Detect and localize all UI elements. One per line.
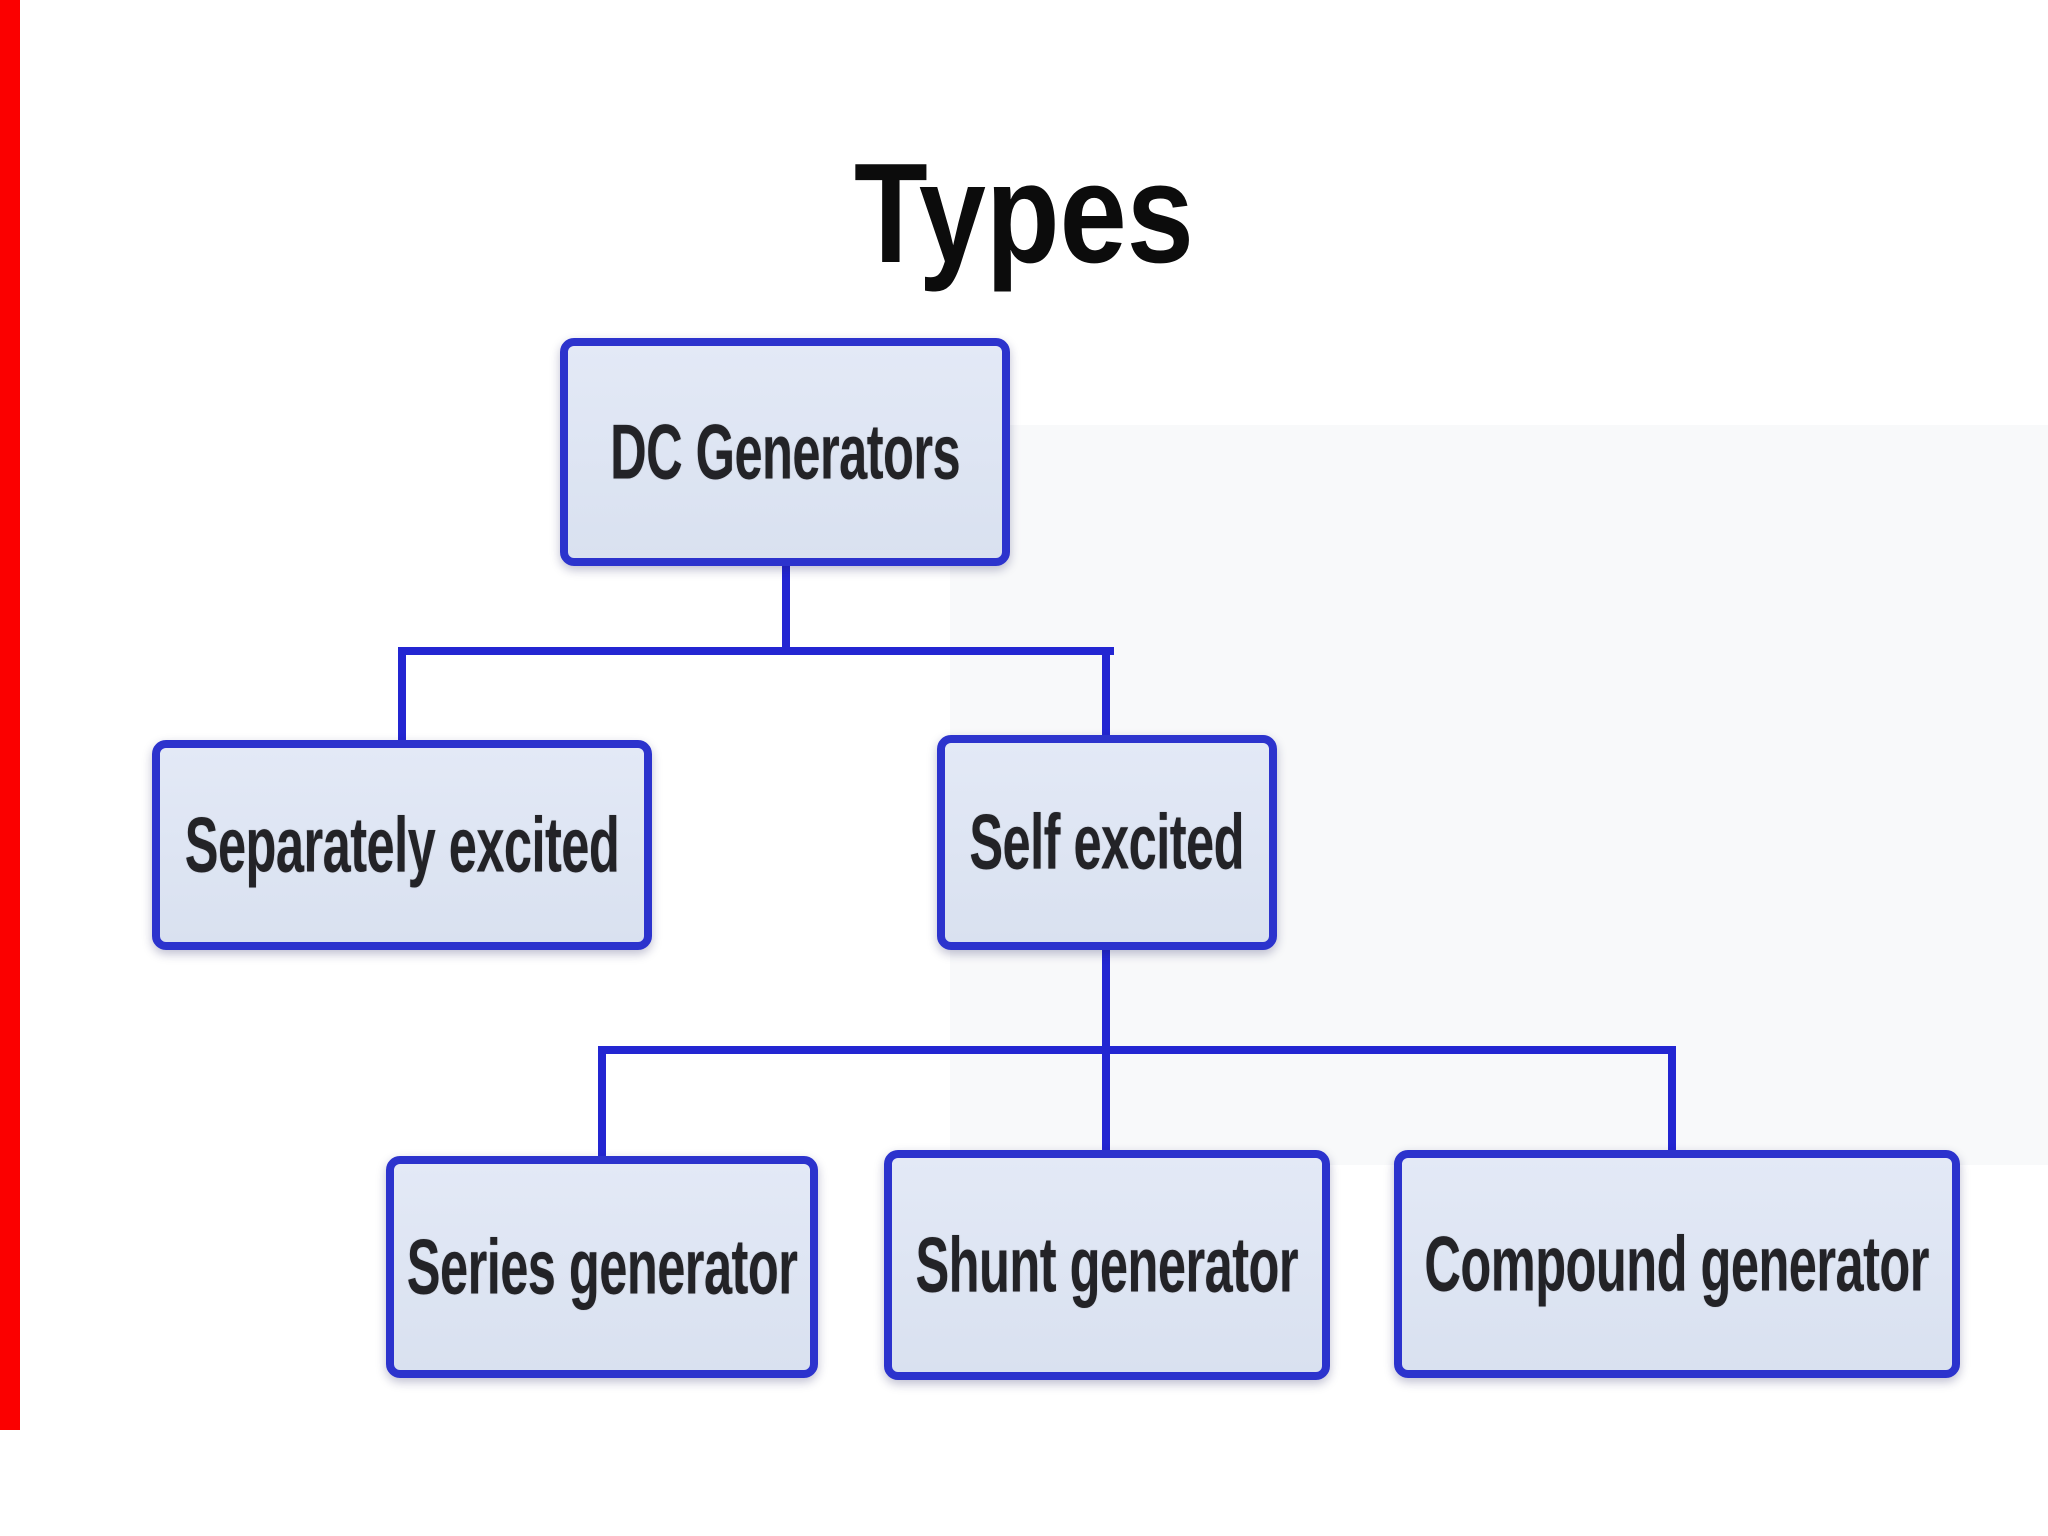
connector-shunt-generator-drop	[1102, 1046, 1110, 1158]
node-compound-generator: Compound generator	[1394, 1150, 1960, 1378]
connector-root-drop	[782, 562, 790, 655]
page-title-text: Types	[854, 134, 1194, 294]
connector-self-excited-drop	[1102, 647, 1110, 743]
node-shunt-generator-label: Shunt generator	[915, 1221, 1299, 1308]
connector-level2-branch	[598, 1046, 1676, 1054]
connector-self-excited-down	[1102, 944, 1110, 1054]
node-self-excited: Self excited	[937, 735, 1277, 950]
node-shunt-generator: Shunt generator	[884, 1150, 1330, 1380]
left-red-bar	[0, 0, 20, 1430]
connector-series-generator-drop	[598, 1046, 606, 1164]
node-separately-excited-label: Separately excited	[184, 801, 620, 888]
node-series-generator-label: Series generator	[406, 1223, 798, 1310]
node-dc-generators-label: DC Generators	[610, 408, 961, 495]
node-separately-excited: Separately excited	[152, 740, 652, 950]
connector-level1-branch	[398, 647, 1114, 655]
node-compound-generator-label: Compound generator	[1424, 1220, 1930, 1307]
node-dc-generators: DC Generators	[560, 338, 1010, 566]
page-title: Types	[0, 139, 2048, 288]
node-self-excited-label: Self excited	[969, 798, 1245, 886]
connector-compound-generator-drop	[1668, 1046, 1676, 1158]
node-series-generator: Series generator	[386, 1156, 818, 1378]
connector-separately-excited-drop	[398, 647, 406, 748]
